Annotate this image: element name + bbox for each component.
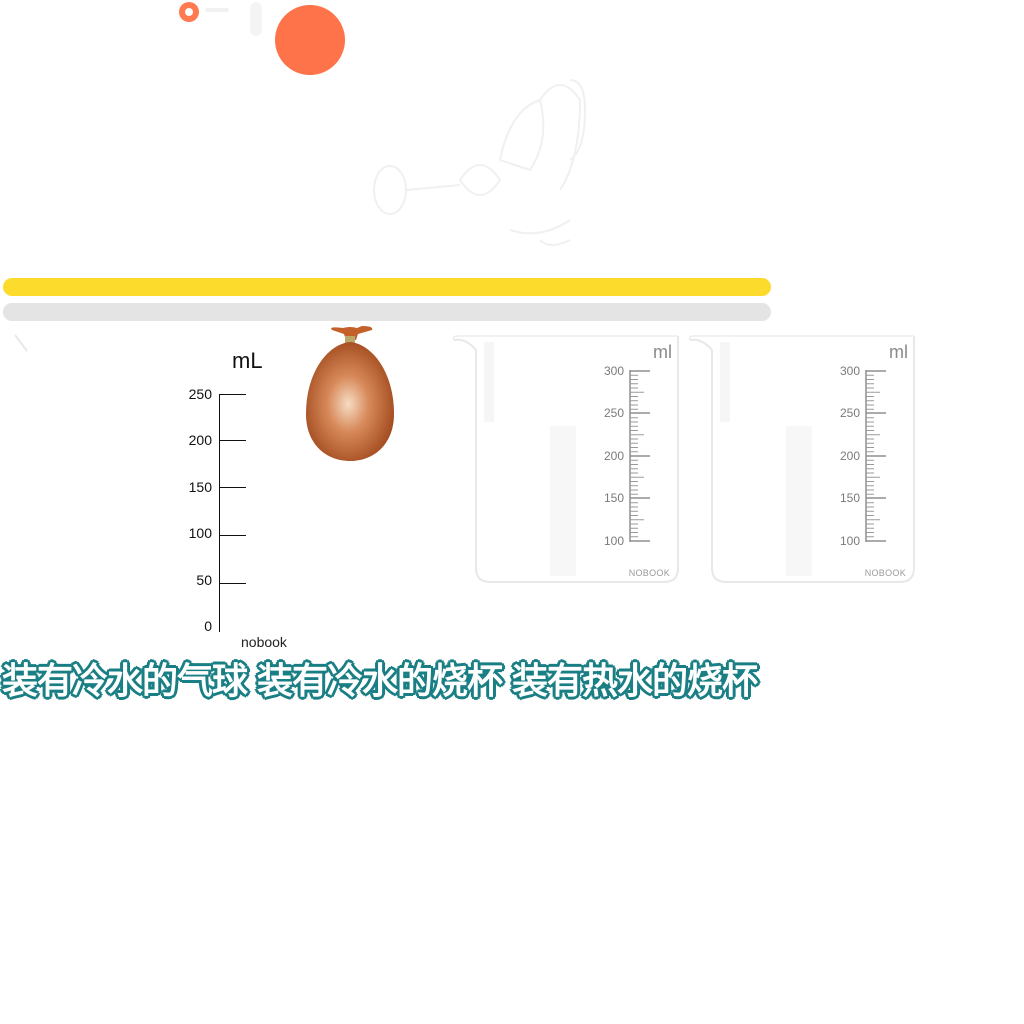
scale-brand-label: nobook [241,634,287,650]
beaker-unit-label: ml [653,342,672,362]
caption-item: 装有冷水的烧杯 [257,661,503,702]
volume-scale: mL 250 200 150 100 50 0 nobook [170,340,320,660]
record-ring-icon[interactable] [179,2,199,22]
beaker-tick-label: 250 [603,406,624,420]
scale-tick [219,535,246,536]
scale-tick [219,440,246,441]
scale-tick-label: 200 [188,432,212,448]
scale-tick-label: 250 [188,386,212,402]
beaker-tick-label: 300 [839,364,860,378]
caption-item: 装有热水的烧杯 [512,661,758,702]
background-apparatus-sketch [373,79,587,246]
beaker-tick-label: 150 [603,491,624,505]
cold-water-balloon[interactable] [300,322,400,467]
scale-tick [219,487,246,488]
beaker-tick-label: 250 [839,406,860,420]
heat-bar [3,278,771,296]
scale-unit-label: mL [232,348,263,373]
caption-item: 装有冷水的气球 [2,661,248,702]
beaker-glass [686,330,918,592]
cold-water-beaker[interactable]: ml 300 250 200 150 100 NOBOOK [450,330,682,592]
beaker-tick-label: 100 [603,534,624,548]
beaker-tick-label: 300 [603,364,624,378]
scale-tick-label: 0 [204,618,212,634]
orange-ball-icon[interactable] [275,5,345,75]
hot-water-beaker[interactable]: ml 300 250 200 150 100 NOBOOK [686,330,918,592]
beaker-tick-label: 100 [839,534,860,548]
pointer-mark [14,334,28,352]
scale-tick-label: 150 [188,479,212,495]
dash-handle[interactable] [205,8,229,12]
beaker-tick-label: 200 [603,449,624,463]
caption-bar: 装有冷水的气球装有冷水的烧杯装有热水的烧杯 [2,652,767,704]
scale-tick [219,583,246,584]
scale-tick-label: 50 [196,572,212,588]
beaker-brand-label: NOBOOK [864,568,906,578]
scale-tick-label: 100 [188,525,212,541]
beaker-brand-label: NOBOOK [628,568,670,578]
scale-tick [219,394,246,395]
beaker-tick-label: 200 [839,449,860,463]
pill-handle[interactable] [250,2,262,36]
beaker-tick-label: 150 [839,491,860,505]
scale-axis-line [219,394,220,632]
track-bar [3,303,771,321]
beaker-glass [450,330,682,592]
beaker-unit-label: ml [889,342,908,362]
